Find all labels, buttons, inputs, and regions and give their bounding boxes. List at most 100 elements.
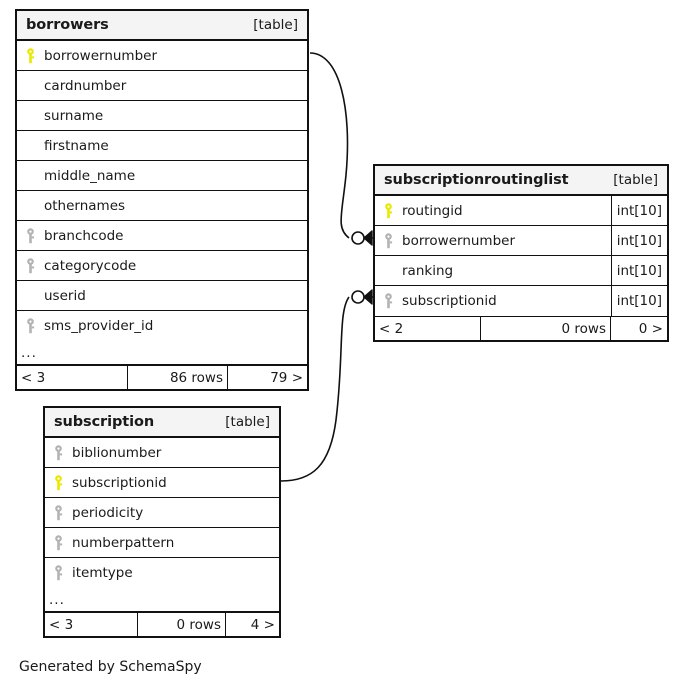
footer-children-count[interactable]: 4 > — [225, 613, 279, 636]
column-name: borrowernumber — [402, 232, 516, 249]
column-name: surname — [44, 107, 104, 124]
table-row[interactable]: subscriptionid — [45, 468, 279, 498]
column-name: middle_name — [44, 167, 136, 184]
column-name: categorycode — [44, 257, 137, 274]
table-footer-subscription: < 3 0 rows 4 > — [45, 612, 279, 636]
table-row[interactable]: borrowernumber — [17, 41, 307, 71]
key-cell — [45, 534, 71, 551]
table-row[interactable]: cardnumber — [17, 71, 307, 101]
footer-children-count[interactable]: 0 > — [610, 317, 667, 340]
column-name: routingid — [402, 202, 463, 219]
footer-row-count: 86 rows — [127, 366, 227, 389]
key-cell — [17, 318, 43, 334]
table-row[interactable]: periodicity — [45, 498, 279, 528]
table-row[interactable]: middle_name — [17, 161, 307, 191]
table-row[interactable]: categorycode — [17, 251, 307, 281]
table-title: subscription — [54, 414, 155, 430]
column-name: cardnumber — [44, 77, 127, 94]
column-name: numberpattern — [72, 534, 175, 551]
more-columns-indicator: ... — [45, 588, 279, 612]
footer-row-count: 0 rows — [480, 317, 610, 340]
table-row[interactable]: branchcode — [17, 221, 307, 251]
table-row[interactable]: biblionumber — [45, 438, 279, 468]
table-subscription[interactable]: subscription [table] biblionumber subscri… — [43, 406, 281, 638]
foreign-key-icon — [54, 565, 62, 581]
key-cell — [17, 257, 43, 274]
primary-key-icon — [26, 47, 34, 63]
table-row[interactable]: userid — [17, 281, 307, 311]
table-row[interactable]: firstname — [17, 131, 307, 161]
table-row[interactable]: othernames — [17, 191, 307, 221]
column-type: int[10] — [610, 226, 667, 255]
key-cell — [17, 47, 43, 64]
column-name: othernames — [44, 197, 126, 214]
table-row[interactable]: numberpattern — [45, 528, 279, 558]
table-columns-borrowers: borrowernumber cardnumber surname firstname… — [17, 41, 307, 341]
footer-children-count[interactable]: 79 > — [227, 366, 307, 389]
column-name: firstname — [44, 137, 109, 154]
primary-key-icon — [54, 474, 62, 490]
column-name: itemtype — [72, 565, 133, 581]
foreign-key-icon — [26, 257, 34, 273]
table-row[interactable]: surname — [17, 101, 307, 131]
column-name: subscriptionid — [402, 293, 497, 309]
foreign-key-icon — [384, 293, 392, 309]
column-name: subscriptionid — [72, 474, 167, 491]
foreign-key-icon — [54, 504, 62, 520]
column-type: int[10] — [610, 286, 667, 316]
cardinality-many-marker — [363, 230, 373, 246]
more-columns-indicator: ... — [17, 341, 307, 365]
foreign-key-icon — [26, 318, 34, 334]
key-cell — [45, 474, 71, 491]
column-name: ranking — [402, 262, 454, 279]
cardinality-zero-marker — [351, 290, 365, 304]
table-row[interactable]: borrowernumber int[10] — [375, 226, 667, 256]
key-cell — [375, 232, 401, 249]
column-name: sms_provider_id — [44, 318, 154, 334]
key-cell — [375, 202, 401, 219]
table-row[interactable]: routingid int[10] — [375, 196, 667, 226]
generated-by-caption: Generated by SchemaSpy — [19, 659, 202, 675]
table-title: borrowers — [26, 17, 109, 33]
foreign-key-icon — [54, 534, 62, 550]
footer-parents-count[interactable]: < 3 — [21, 369, 46, 386]
footer-parents-count[interactable]: < 2 — [379, 320, 404, 337]
table-row[interactable]: itemtype — [45, 558, 279, 588]
table-columns-subscription: biblionumber subscriptionid periodicity num… — [45, 438, 279, 588]
table-header-subscription: subscription [table] — [45, 408, 279, 438]
cardinality-zero-marker — [351, 231, 365, 245]
table-header-subscriptionroutinglist: subscriptionroutinglist [table] — [375, 166, 667, 196]
table-row[interactable]: subscriptionid int[10] — [375, 286, 667, 316]
table-title: subscriptionroutinglist — [384, 172, 569, 188]
key-cell — [45, 444, 71, 461]
key-cell — [17, 227, 43, 244]
table-subscriptionroutinglist[interactable]: subscriptionroutinglist [table] routingi… — [373, 164, 669, 342]
column-name: borrowernumber — [44, 47, 158, 64]
table-row[interactable]: ranking int[10] — [375, 256, 667, 286]
relationship-borrowers-subscriptionroutinglist — [309, 52, 373, 246]
column-type: int[10] — [610, 256, 667, 285]
table-row[interactable]: sms_provider_id — [17, 311, 307, 341]
column-name: userid — [44, 287, 86, 304]
table-header-borrowers: borrowers [table] — [17, 11, 307, 41]
key-cell — [45, 565, 71, 581]
foreign-key-icon — [384, 232, 392, 248]
column-type: int[10] — [610, 196, 667, 225]
key-cell — [375, 293, 401, 309]
primary-key-icon — [384, 202, 392, 218]
footer-row-count: 0 rows — [137, 613, 225, 636]
table-type-tag: [table] — [225, 414, 270, 430]
footer-parents-count[interactable]: < 3 — [49, 616, 74, 633]
table-borrowers[interactable]: borrowers [table] borrowernumber cardnumb… — [15, 9, 309, 391]
table-type-tag: [table] — [613, 172, 658, 188]
key-cell — [45, 504, 71, 521]
cardinality-many-marker — [363, 289, 373, 305]
column-name: biblionumber — [72, 444, 162, 461]
column-name: periodicity — [72, 504, 144, 521]
table-footer-subscriptionroutinglist: < 2 0 rows 0 > — [375, 316, 667, 340]
table-footer-borrowers: < 3 86 rows 79 > — [17, 365, 307, 389]
foreign-key-icon — [54, 444, 62, 460]
column-name: branchcode — [44, 227, 124, 244]
